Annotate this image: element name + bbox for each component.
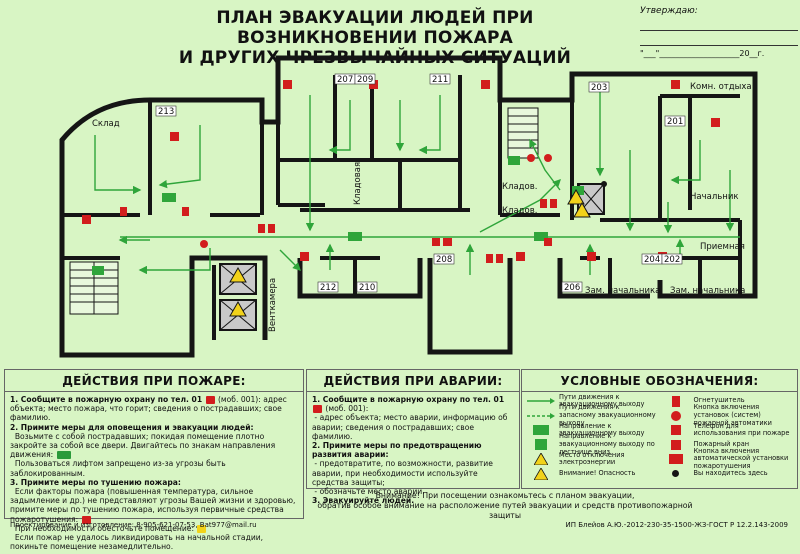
warning-icon [534, 467, 548, 480]
label-nachalnik: Начальник [690, 192, 739, 202]
room-208: 208 [436, 255, 452, 265]
room-206: 206 [564, 283, 580, 293]
phone-icon [205, 396, 215, 404]
room-201: 201 [667, 117, 683, 127]
electric-hazard-icon [534, 453, 548, 466]
alarm-button-icon [670, 410, 681, 421]
legend-heading: УСЛОВНЫЕ ОБОЗНАЧЕНИЯ: [522, 370, 797, 392]
label-zam2: Зам. начальника [670, 286, 745, 296]
fire-step1-text: (моб. 001): адрес объекта; место пожара,… [10, 395, 287, 423]
room-labels: Склад Кладовая Кладов. Кладов. Комн. отд… [92, 82, 752, 332]
staircase-right [507, 107, 539, 159]
legend-item-fire-hydrant: Пожарный кран [662, 438, 793, 453]
label-ventkamera: Венткамера [268, 278, 278, 332]
fire-step2-text2: Пользоваться лифтом запрещено из-за угро… [10, 459, 226, 478]
exit-sign-icon [533, 425, 549, 436]
attention-note: Внимание! При посещении ознакомьтесь с п… [305, 491, 705, 521]
warning-signs [229, 188, 591, 317]
room-204: 204 [644, 255, 660, 265]
emergency-actions-panel: ДЕЙСТВИЯ ПРИ АВАРИИ: 1. Сообщите в пожар… [306, 369, 520, 505]
emergency-step3-head: 3. Эвакуируйте людей. [312, 496, 415, 506]
approval-date-line: "___"____________________20__г. [640, 49, 765, 58]
fire-actions-panel: ДЕЙСТВИЯ ПРИ ПОЖАРЕ: 1. Сообщите в пожар… [4, 369, 304, 551]
label-komn-otdyha: Комн. отдыха [690, 82, 752, 92]
floor-plan: 207 209 211 213 203 201 208 212 210 206 … [59, 55, 758, 358]
approval-signature-line [640, 16, 798, 31]
legend-item-spare-route: Пути движения к запасному эвакуационному… [527, 404, 658, 426]
label-kladovaya: Кладовая [353, 162, 363, 205]
legend-item-exit-direction: Направление к эвакуационному выходу [527, 422, 658, 438]
extinguisher-icon [671, 395, 680, 407]
fire-step3-head: 3. Примите меры по тушению пожара: [10, 477, 181, 487]
room-212: 212 [320, 283, 336, 293]
fire-step2-text: Возьмите с собой пострадавших; покидая п… [10, 431, 276, 460]
evacuation-routes [94, 90, 740, 275]
plan-title-line1: ПЛАН ЭВАКУАЦИИ ЛЮДЕЙ ПРИ ВОЗНИКНОВЕНИИ П… [216, 8, 534, 48]
exit-direction-icon [56, 451, 71, 460]
legend-panel: УСЛОВНЫЕ ОБОЗНАЧЕНИЯ: Пути движения к эв… [521, 369, 798, 489]
emergency-step1-text2: - адрес объекта; место аварии, информаци… [312, 413, 508, 441]
attention-line1: Внимание! При посещении ознакомьтесь с п… [375, 491, 635, 500]
room-203: 203 [591, 83, 607, 93]
emergency-step1-text: (моб. 001): [325, 404, 369, 414]
footer-contacts: Проектирование и изготовление: 8-905-621… [10, 521, 257, 529]
walls [59, 55, 758, 358]
fire-actions-heading: ДЕЙСТВИЯ ПРИ ПОЖАРЕ: [5, 370, 303, 392]
phone-icon-2 [313, 405, 322, 414]
phone-icon [670, 425, 681, 436]
emergency-actions-heading: ДЕЙСТВИЯ ПРИ АВАРИИ: [307, 370, 519, 392]
room-207: 207 [337, 75, 353, 85]
room-202: 202 [664, 255, 680, 265]
room-210: 210 [359, 283, 375, 293]
legend-item-phone: Телефон для использования при пожаре [662, 422, 793, 438]
legend-item-power-off: Место отключения электроэнергии [527, 451, 658, 467]
room-211: 211 [432, 75, 448, 85]
approval-block: Утверждаю: "___"____________________20__… [640, 6, 798, 58]
footer-standard: ИП Блейов А.Ю.-2012-230-35-1500-ЖЗ-ГОСТ … [565, 521, 789, 529]
legend-item-auto-extinguishing: Кнопка включения автоматической установк… [662, 447, 793, 470]
extinguisher-icon [81, 515, 91, 524]
stairs-down-icon [535, 439, 547, 451]
emergency-step2-text: - предотвратите, по возможности, развити… [312, 459, 493, 487]
emergency-step2-head: 2. Примите меры по предотвращению развит… [312, 441, 482, 460]
room-213: 213 [158, 107, 174, 117]
legend-item-stairs-down: Направление к эвакуационному выходу по л… [527, 433, 658, 455]
approval-name-line [640, 31, 798, 46]
fire-step3-text3: Если пожар не удалось ликвидировать на н… [10, 533, 264, 552]
emergency-step2-text2: - обозначьте место аварии. [314, 487, 425, 497]
legend-item-extinguisher: Огнетушитель [662, 394, 793, 409]
room-209: 209 [357, 75, 373, 85]
attention-line2: обратив особое внимание на расположение … [317, 501, 693, 520]
label-klad1: Кладов. [502, 182, 537, 192]
you-are-here-icon [672, 470, 679, 478]
label-priemnaya: Приемная [700, 242, 745, 252]
approval-label: Утверждаю: [640, 6, 698, 16]
fire-step3-text: Если факторы пожара (повышенная температ… [10, 487, 296, 524]
you-are-here-marker [601, 181, 607, 187]
legend-grid: Пути движения к эвакуационному выходу Ог… [522, 392, 797, 483]
room-numbers: 207 209 211 213 203 201 208 212 210 206 … [155, 73, 686, 293]
legend-item-alarm-button: Кнопка включения установок (систем) пожа… [662, 404, 793, 426]
fire-step2-head: 2. Примите меры для оповещения и эвакуац… [10, 422, 254, 432]
fire-step1-head: 1. Сообщите в пожарную охрану по тел. 01 [10, 395, 203, 404]
label-klad2: Кладов. [502, 206, 537, 216]
label-zam1: Зам. начальника [585, 286, 660, 296]
label-sklad: Склад [92, 119, 120, 129]
exit-signs [92, 156, 584, 275]
legend-item-route: Пути движения к эвакуационному выходу [527, 393, 658, 409]
fire-step3-text2: При необходимости обесточьте помещение: [14, 523, 195, 533]
auto-extinguishing-button-icon [668, 454, 683, 465]
legend-item-you-are-here: Вы находитесь здесь [662, 467, 793, 482]
evacuation-plan-page: ПЛАН ЭВАКУАЦИИ ЛЮДЕЙ ПРИ ВОЗНИКНОВЕНИИ П… [4, 6, 798, 552]
electric-hazard-icon [197, 524, 207, 533]
fire-hydrant-icon [670, 439, 681, 450]
emergency-step1-head: 1. Сообщите в пожарную охрану по тел. 01 [312, 395, 505, 404]
legend-item-danger: Внимание! Опасность [527, 467, 658, 482]
